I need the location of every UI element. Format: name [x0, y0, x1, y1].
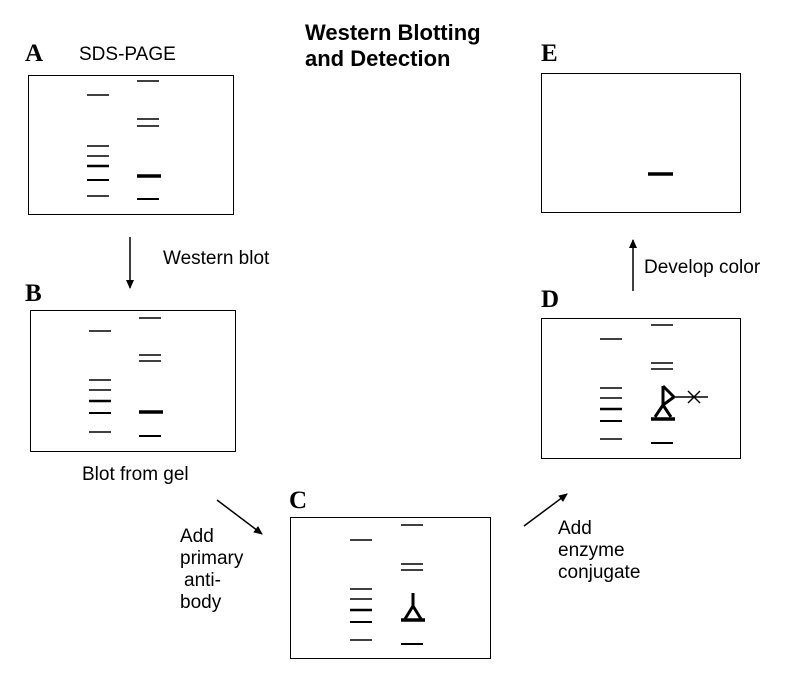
panel-d-blot	[541, 318, 741, 459]
step-add-enzyme-conjugate: Add enzyme conjugate	[558, 518, 640, 584]
panel-c-letter: C	[289, 487, 308, 514]
panel-a-lane-2	[137, 80, 161, 200]
panel-a-lane-1	[87, 94, 109, 197]
step-add-primary-antibody: Add primary anti- body	[180, 526, 243, 614]
step-text-line: Add	[180, 526, 214, 547]
panel-c-lane-1	[350, 539, 372, 641]
panel-c-lane-2	[401, 524, 425, 645]
step-text-line: anti-	[184, 570, 221, 591]
arrow-b-to-c	[216, 499, 263, 535]
title-line-1: Western Blotting	[305, 20, 481, 45]
panel-d-lane-1	[600, 338, 622, 440]
step-text-line: enzyme	[558, 540, 625, 561]
panel-b-lane-2	[139, 317, 163, 437]
panel-b-caption: Blot from gel	[82, 464, 189, 485]
panel-a-label: SDS-PAGE	[79, 44, 176, 65]
primary-antibody-icon	[403, 593, 423, 620]
step-text-line: body	[180, 592, 222, 613]
panel-b-letter: B	[25, 280, 42, 307]
step-western-blot: Western blot	[163, 248, 270, 269]
panel-d-letter: D	[541, 286, 560, 313]
step-text-line: primary	[180, 548, 244, 569]
panel-a-letter: A	[25, 40, 44, 67]
panel-e-blot	[541, 73, 741, 213]
panel-a-gel	[28, 75, 234, 215]
panel-d-lane-2	[651, 324, 675, 444]
title-line-2: and Detection	[305, 46, 451, 71]
panel-b-blot	[30, 310, 236, 452]
arrow-c-to-d	[523, 493, 568, 527]
panel-c-blot	[290, 517, 491, 659]
step-text-line: conjugate	[558, 562, 641, 583]
step-text-line: Add	[558, 518, 592, 539]
step-develop-color: Develop color	[644, 257, 761, 278]
panel-e-letter: E	[541, 40, 558, 67]
diagram-title: Western Blotting and Detection	[305, 20, 565, 72]
panel-b-lane-1	[89, 330, 111, 433]
antibody-enzyme-conjugate-icon	[653, 384, 708, 418]
